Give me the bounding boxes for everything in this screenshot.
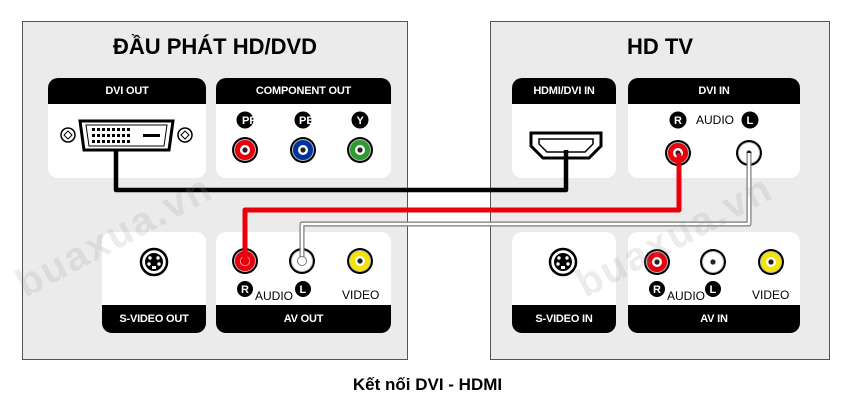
audio-r-plug xyxy=(240,256,250,266)
component-out-label: COMPONENT OUT xyxy=(216,78,391,104)
svideo-in-jack xyxy=(548,247,578,277)
av-out-l-badge: L xyxy=(295,281,311,297)
av-in-l-label: L xyxy=(710,284,717,296)
av-in-r-label: R xyxy=(653,284,661,296)
av-out-video-label: VIDEO xyxy=(342,288,380,302)
av-in-label: AV IN xyxy=(628,305,800,333)
av-out-r-label: R xyxy=(241,284,249,296)
dvi-out-label: DVI OUT xyxy=(48,78,206,104)
component-pr-label: PR xyxy=(242,115,257,127)
av-in-video-label: VIDEO xyxy=(752,288,790,302)
hdmi-dvi-in-panel: HDMI/DVI IN xyxy=(512,78,616,178)
av-out-video-jack xyxy=(347,248,373,274)
av-in-video-jack xyxy=(758,249,784,275)
svideo-in-label: S-VIDEO IN xyxy=(512,305,616,333)
component-pr-jack xyxy=(232,137,258,163)
av-out-l-label: L xyxy=(300,284,307,296)
component-y-badge: Y xyxy=(351,111,369,129)
component-pr-badge: PR xyxy=(236,111,257,129)
svideo-out-jack xyxy=(139,247,169,277)
av-in-l-badge: L xyxy=(705,281,721,297)
av-in-r-badge: R xyxy=(649,281,665,297)
dvi-out-connector xyxy=(60,119,193,152)
dvi-in-panel: DVI IN xyxy=(628,78,800,178)
component-y-label: Y xyxy=(357,115,365,127)
av-out-label: AV OUT xyxy=(216,305,391,333)
tv-dvi-audio-label: AUDIO xyxy=(696,113,734,127)
audio-l-plug xyxy=(297,256,307,266)
component-pb-badge: PB xyxy=(294,111,314,129)
audio-l-cable xyxy=(300,153,751,261)
av-in-audio-l-jack xyxy=(700,249,726,275)
tv-dvi-audio-r-badge: R xyxy=(669,111,687,129)
hdmi-dvi-in-label: HDMI/DVI IN xyxy=(512,78,616,104)
tv-dvi-r-label: R xyxy=(674,115,682,127)
tv-dvi-audio-l-badge: L xyxy=(741,111,759,129)
player-title: ĐẦU PHÁT HD/DVD xyxy=(112,34,318,59)
dvi-cable xyxy=(113,150,569,193)
component-pb-label: PB xyxy=(299,115,314,127)
av-out-r-badge: R xyxy=(237,281,253,297)
av-out-audio-label: AUDIO xyxy=(255,289,294,303)
component-pb-jack xyxy=(290,137,316,163)
diagram-caption: Kết nối DVI - HDMI xyxy=(352,375,503,394)
dvi-in-label: DVI IN xyxy=(628,78,800,104)
hdmi-in-connector xyxy=(529,131,603,160)
component-y-jack xyxy=(347,137,373,163)
tv-title: HD TV xyxy=(627,34,693,59)
svideo-out-label: S-VIDEO OUT xyxy=(102,305,206,333)
audio-r-cable xyxy=(242,153,682,261)
av-in-audio-label: AUDIO xyxy=(667,289,706,303)
tv-dvi-l-label: L xyxy=(747,115,754,127)
